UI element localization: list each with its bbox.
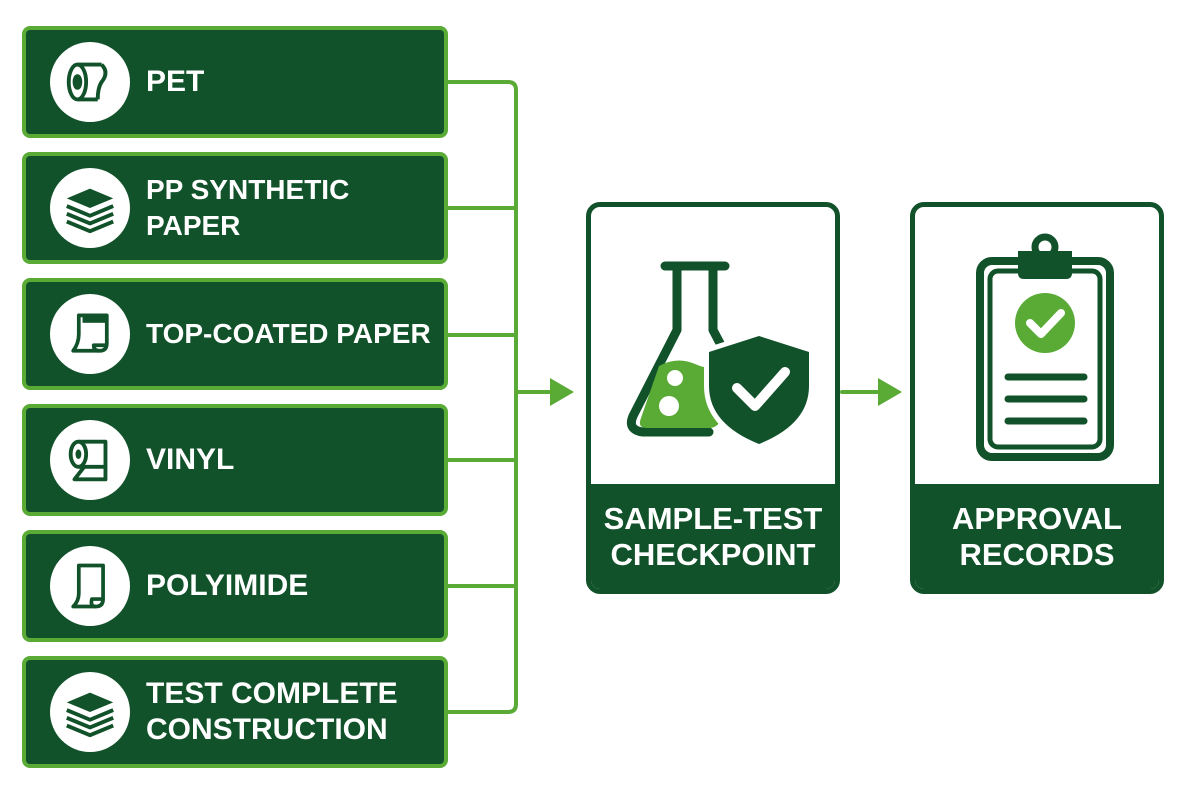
material-label: VINYL [146, 443, 235, 476]
curled-sheet-icon [71, 313, 109, 353]
material-polyimide: POLYIMIDE [22, 530, 448, 642]
tape-roll-icon [66, 62, 108, 102]
badge [50, 294, 130, 374]
material-label: PET [146, 65, 205, 98]
stage-label-band: APPROVAL RECORDS [915, 484, 1159, 589]
badge [50, 546, 130, 626]
arrow-to-records [878, 378, 902, 406]
records-label: APPROVAL RECORDS [952, 500, 1122, 572]
stage-icon-area [915, 207, 1159, 489]
approval-records-card: APPROVAL RECORDS [910, 202, 1164, 594]
badge [50, 168, 130, 248]
connector-test-complete [446, 388, 518, 714]
material-label: TOP-COATED PAPER [146, 318, 431, 349]
material-label: PP SYNTHETIC PAPER [146, 174, 350, 241]
arrow-to-checkpoint [550, 378, 574, 406]
checkpoint-label: SAMPLE-TEST CHECKPOINT [603, 500, 823, 572]
material-label: TEST COMPLETE CONSTRUCTION [146, 677, 398, 746]
stacked-layers-icon [66, 188, 114, 234]
clipboard-check-icon [976, 233, 1114, 461]
material-test-complete-construction: TEST COMPLETE CONSTRUCTION [22, 656, 448, 768]
badge [50, 42, 130, 122]
material-pp-synthetic-paper: PP SYNTHETIC PAPER [22, 152, 448, 264]
flask-shield-icon [626, 261, 813, 449]
film-roll-icon [68, 439, 108, 482]
stage-label-band: SAMPLE-TEST CHECKPOINT [591, 484, 835, 589]
badge [50, 420, 130, 500]
badge [50, 672, 130, 752]
stage-icon-area [591, 207, 835, 489]
material-label: POLYIMIDE [146, 569, 309, 602]
connector-pet [446, 80, 518, 397]
material-pet: PET [22, 26, 448, 138]
material-top-coated-paper: TOP-COATED PAPER [22, 278, 448, 390]
stacked-layers-icon [66, 692, 114, 738]
folded-sheet-icon [71, 563, 105, 609]
material-vinyl: VINYL [22, 404, 448, 516]
sample-test-checkpoint-card: SAMPLE-TEST CHECKPOINT [586, 202, 840, 594]
